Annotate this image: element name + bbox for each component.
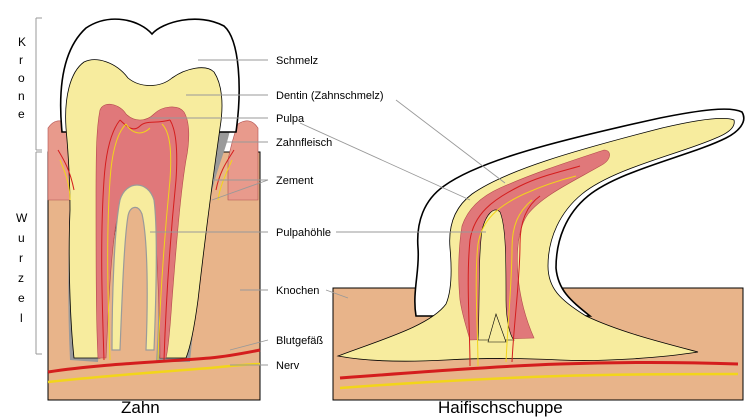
label-wurzel: W u r z e l	[16, 211, 28, 325]
wurzel-letter: z	[18, 271, 24, 285]
label-krone: K r o n e	[18, 35, 26, 121]
caption-scale: Haifischschuppe	[438, 398, 563, 417]
caption-tooth: Zahn	[121, 398, 160, 417]
label-pulpahoehle: Pulpahöhle	[276, 227, 331, 239]
label-zahnfleisch: Zahnfleisch	[276, 137, 332, 149]
wurzel-letter: W	[16, 211, 28, 225]
side-brackets	[36, 18, 42, 354]
wurzel-letter: e	[18, 291, 25, 305]
krone-letter: n	[18, 89, 25, 103]
wurzel-letter: u	[18, 231, 25, 245]
wurzel-letter: l	[20, 311, 23, 325]
scale-figure	[333, 109, 744, 400]
label-schmelz: Schmelz	[276, 55, 318, 67]
krone-letter: K	[18, 35, 26, 49]
label-blutgefaess: Blutgefäß	[276, 335, 323, 347]
label-nerv: Nerv	[276, 360, 300, 372]
krone-letter: r	[19, 53, 23, 67]
krone-letter: o	[18, 71, 25, 85]
label-dentin: Dentin (Zahnschmelz)	[276, 90, 384, 102]
label-pulpa: Pulpa	[276, 113, 305, 125]
tooth-figure	[48, 19, 260, 400]
wurzel-letter: r	[19, 251, 23, 265]
krone-letter: e	[18, 107, 25, 121]
label-zement: Zement	[276, 175, 313, 187]
label-knochen: Knochen	[276, 285, 319, 297]
